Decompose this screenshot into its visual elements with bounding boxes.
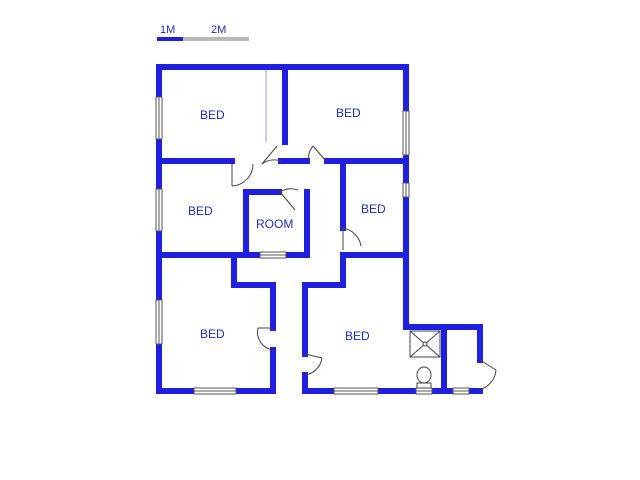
scale-label-1m: 1M [160, 24, 175, 36]
window-bottom-left [193, 387, 237, 395]
window-right-small [402, 182, 410, 198]
window-wc [415, 387, 433, 395]
fixtures [409, 330, 441, 389]
window-bottom-right [333, 387, 379, 395]
toilet-icon [416, 366, 432, 389]
room-label-bed-bottom-right: BED [345, 329, 370, 343]
door-bath [477, 359, 497, 391]
scale-bar: 1M 2M [157, 24, 249, 41]
scale-bar-light-segment [183, 37, 249, 41]
doors [231, 145, 497, 391]
window-left-bottom [155, 299, 163, 345]
door-middle-left [231, 163, 254, 187]
walls [156, 64, 483, 394]
shower-icon [409, 330, 441, 358]
scale-bar-dark-segment [157, 37, 183, 41]
room-label-room: ROOM [256, 217, 293, 231]
scale-label-2m: 2M [211, 24, 226, 36]
room-label-bed-bottom-left: BED [200, 327, 225, 341]
room-label-bed-top-left: BED [200, 108, 225, 122]
window-left-middle [155, 188, 163, 232]
room-label-bed-middle-left: BED [188, 204, 213, 218]
window-left-top [155, 96, 163, 140]
door-middle-right [342, 227, 362, 250]
room-labels: BED BED BED ROOM BED BED BED [188, 106, 386, 343]
door-bottom-right [304, 353, 323, 376]
door-top-left [261, 145, 282, 165]
door-room [279, 188, 299, 211]
door-bottom-left [257, 327, 274, 351]
window-right-top [402, 110, 410, 156]
windows [155, 96, 470, 395]
window-room [259, 251, 287, 259]
room-label-bed-top-right: BED [336, 106, 361, 120]
door-top-right [308, 145, 327, 162]
window-bath [452, 387, 470, 395]
room-label-bed-middle-right: BED [361, 202, 386, 216]
